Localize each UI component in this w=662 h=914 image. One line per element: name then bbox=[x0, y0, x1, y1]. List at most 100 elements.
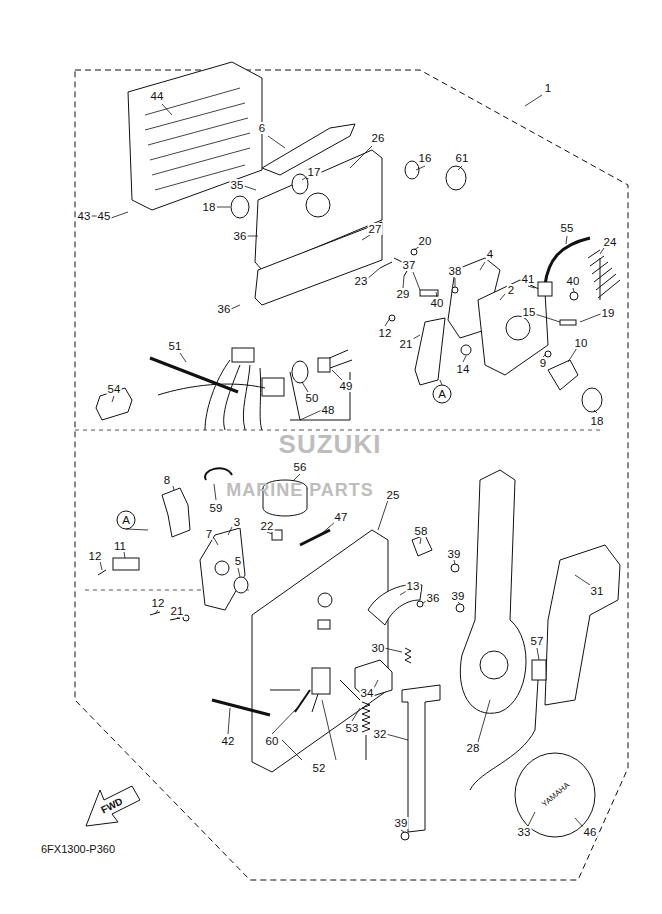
callout-number: 27 bbox=[368, 223, 383, 235]
bushing bbox=[582, 388, 602, 412]
handle-grip bbox=[545, 545, 620, 705]
callout-number: 34 bbox=[360, 687, 375, 699]
cam-hub bbox=[506, 316, 530, 340]
link-arm bbox=[415, 318, 445, 385]
cover-plate bbox=[128, 62, 262, 210]
block bbox=[412, 535, 432, 556]
callout-number: 57 bbox=[530, 635, 545, 647]
callout-number: 7 bbox=[205, 528, 213, 540]
watermark: MARINE PARTS bbox=[225, 480, 375, 500]
reference-circle bbox=[433, 385, 451, 403]
friction-piece bbox=[548, 360, 578, 390]
callout-number: 46 bbox=[583, 826, 598, 838]
callout-number: 39 bbox=[447, 548, 462, 560]
callout-number: 20 bbox=[418, 235, 433, 247]
callout-number: 2 bbox=[507, 284, 515, 296]
callout-number: 30 bbox=[371, 642, 386, 654]
callout-number: 55 bbox=[560, 222, 575, 234]
callout-number: 41 bbox=[521, 273, 536, 285]
callout-number: 39 bbox=[451, 590, 466, 602]
callout-number: 25 bbox=[386, 489, 401, 501]
callout-number: 12 bbox=[151, 597, 166, 609]
mount-plate bbox=[255, 150, 382, 305]
callout-number: 10 bbox=[574, 337, 589, 349]
callout-number: 50 bbox=[305, 392, 320, 404]
control-housing bbox=[252, 530, 388, 772]
callout-number: 45 bbox=[97, 210, 112, 222]
reference-circle bbox=[117, 511, 135, 529]
screw bbox=[451, 564, 459, 572]
callout-number: 40 bbox=[566, 275, 581, 287]
trim-switch bbox=[532, 660, 546, 680]
clip bbox=[205, 468, 232, 480]
block bbox=[538, 282, 552, 296]
callout-number: 54 bbox=[107, 383, 122, 395]
callout-number: 12 bbox=[88, 550, 103, 562]
callout-number: 52 bbox=[312, 762, 327, 774]
callout-number: 28 bbox=[466, 742, 481, 754]
figure-code: 6FX1300-P360 bbox=[40, 843, 116, 855]
callout-number: 59 bbox=[209, 502, 224, 514]
forward-arrow bbox=[86, 786, 140, 826]
control-lever bbox=[460, 470, 526, 713]
bolt bbox=[389, 249, 578, 357]
ring bbox=[292, 361, 308, 383]
callout-number: 17 bbox=[307, 166, 322, 178]
lever-hub bbox=[480, 651, 508, 679]
callout-number: 38 bbox=[448, 265, 463, 277]
callout-number: 11 bbox=[113, 540, 127, 552]
lever-cover bbox=[515, 753, 595, 837]
slot bbox=[300, 530, 330, 545]
callout-number: 51 bbox=[168, 340, 183, 352]
detent-spring bbox=[588, 250, 620, 300]
callout-number: 6 bbox=[258, 122, 266, 134]
clip bbox=[98, 570, 180, 620]
watermark: SUZUKI bbox=[278, 430, 383, 458]
hole bbox=[318, 593, 332, 607]
callout-number: 42 bbox=[221, 735, 236, 747]
callout-number: 49 bbox=[339, 380, 354, 392]
callout-number: 22 bbox=[260, 520, 275, 532]
callout-number: 14 bbox=[456, 363, 471, 375]
pin bbox=[113, 558, 139, 570]
callout-number: 40 bbox=[430, 297, 445, 309]
callout-number: 53 bbox=[345, 722, 360, 734]
callout-number: 56 bbox=[293, 461, 308, 473]
hub bbox=[215, 561, 229, 575]
callout-number: 9 bbox=[539, 357, 547, 369]
callout-number: 23 bbox=[354, 275, 369, 287]
bracket bbox=[355, 660, 392, 698]
callout-number: 5 bbox=[234, 555, 242, 567]
long-bolt bbox=[212, 700, 270, 715]
screw bbox=[456, 604, 464, 612]
callout-number: 36 bbox=[426, 592, 441, 604]
screw bbox=[401, 832, 409, 840]
callout-number: 21 bbox=[399, 338, 414, 350]
callout-number: 8 bbox=[163, 474, 171, 486]
wire bbox=[270, 690, 318, 712]
gear-plate bbox=[200, 528, 245, 610]
leader-lines bbox=[91, 95, 604, 832]
callout-number: 43 bbox=[77, 210, 92, 222]
callout-number: 18 bbox=[202, 201, 217, 213]
callout-number: 33 bbox=[517, 826, 532, 838]
callout-number: 37 bbox=[402, 259, 417, 271]
callout-number: 19 bbox=[601, 307, 616, 319]
callout-number: 3 bbox=[233, 516, 241, 528]
bushing bbox=[292, 174, 308, 194]
callout-number: 24 bbox=[603, 236, 618, 248]
screw bbox=[417, 601, 423, 607]
callout-number: 60 bbox=[265, 735, 280, 747]
callout-number: 39 bbox=[394, 817, 409, 829]
callout-number: 36 bbox=[217, 303, 232, 315]
spring bbox=[405, 648, 411, 663]
callout-number: 12 bbox=[378, 327, 393, 339]
callout-number: 35 bbox=[230, 179, 245, 191]
bracket bbox=[162, 488, 190, 537]
callout-number: 61 bbox=[455, 152, 470, 164]
callout-number: 29 bbox=[396, 288, 411, 300]
callout-number: 31 bbox=[590, 585, 605, 597]
reference-letter: A bbox=[121, 514, 131, 526]
callout-number: 44 bbox=[150, 90, 165, 102]
